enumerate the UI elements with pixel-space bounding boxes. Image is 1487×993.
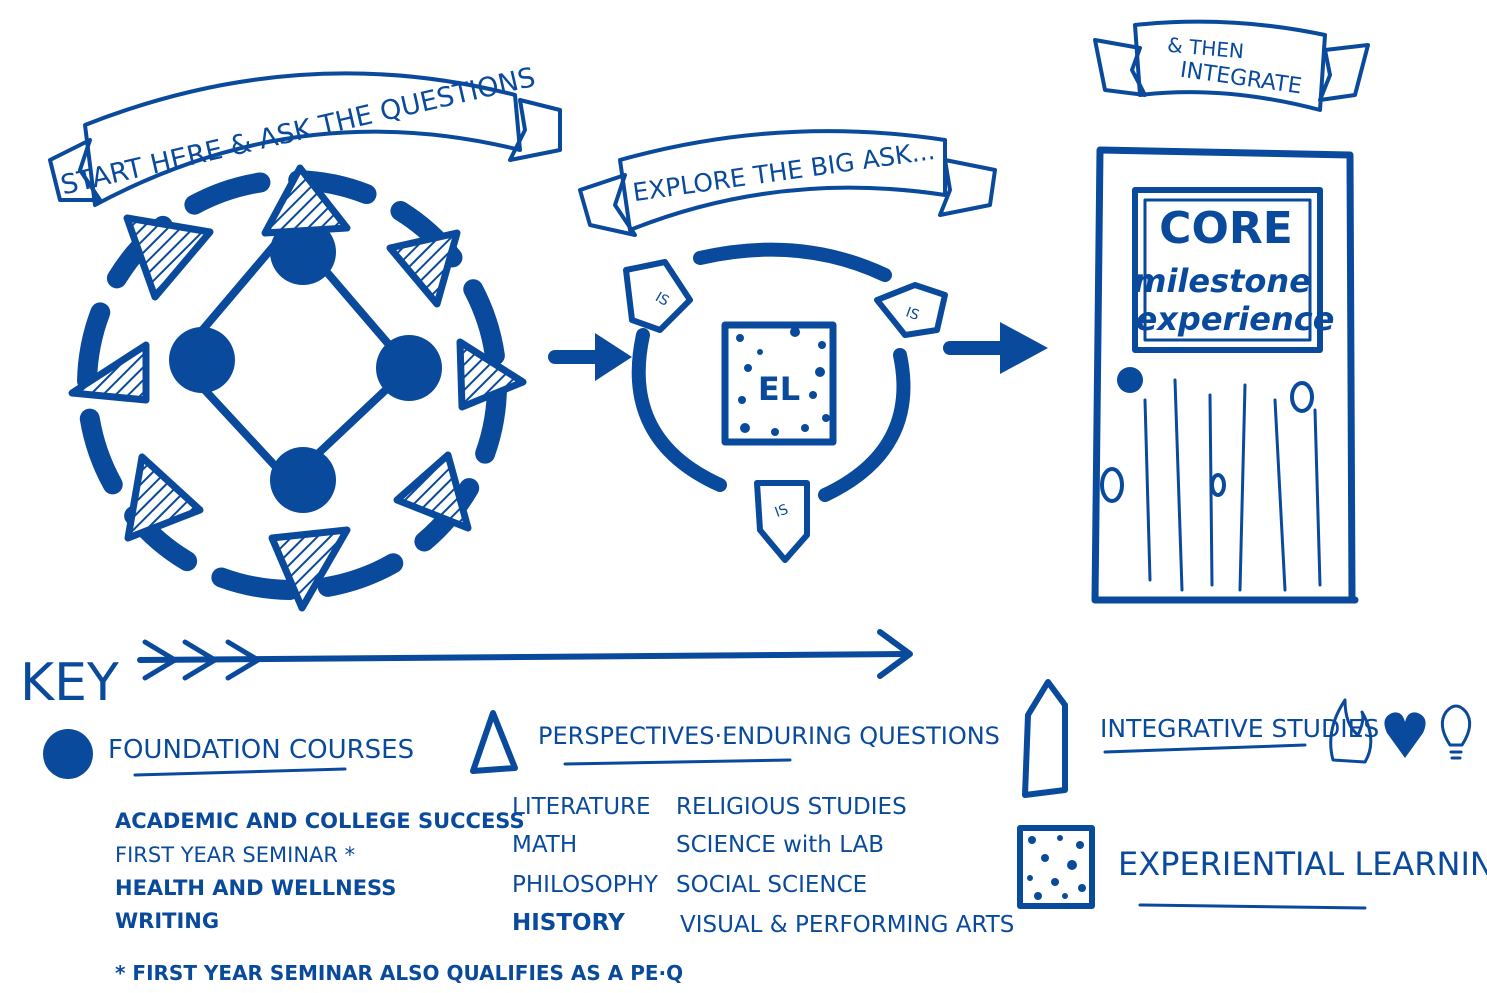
banner-integrate: & THEN INTEGRATE bbox=[1093, 19, 1370, 112]
perspectives-col1-4: HISTORY bbox=[512, 910, 625, 936]
perspectives-col1-1: LITERATURE bbox=[512, 794, 651, 820]
perspectives-col2-2: SCIENCE with LAB bbox=[676, 832, 884, 858]
experiential-heading: EXPERIENTIAL LEARNING bbox=[1118, 845, 1487, 883]
foundation-course-dot bbox=[169, 327, 235, 393]
perspective-triangle bbox=[124, 453, 204, 542]
door-knob bbox=[1117, 367, 1143, 393]
perspective-triangle bbox=[386, 229, 461, 308]
perspective-triangle bbox=[68, 341, 150, 404]
perspectives-col1-3: PHILOSOPHY bbox=[512, 872, 659, 898]
key-experiential: EXPERIENTIAL LEARNING bbox=[1017, 825, 1487, 910]
perspectives-col2-3: SOCIAL SCIENCE bbox=[676, 872, 867, 898]
key-title: KEY bbox=[20, 653, 119, 713]
foundation-course-dot bbox=[270, 447, 336, 513]
foundation-item-2: FIRST YEAR SEMINAR * bbox=[115, 843, 355, 867]
perspectives-col2-4: VISUAL & PERFORMING ARTS bbox=[680, 912, 1014, 938]
door-sign-line2: milestone bbox=[1133, 262, 1311, 300]
integrative-studies-pentagon: IS bbox=[874, 282, 948, 338]
integrative-studies-pentagon: IS bbox=[754, 480, 810, 563]
banner-explore: EXPLORE THE BIG ASK... bbox=[578, 129, 997, 237]
foundation-item-1: ACADEMIC AND COLLEGE SUCCESS bbox=[115, 809, 525, 833]
footnote: * FIRST YEAR SEMINAR ALSO QUALIFIES AS A… bbox=[115, 961, 683, 985]
flow-arrow-1 bbox=[548, 333, 632, 381]
key-arrow bbox=[137, 629, 913, 681]
key-foundation: FOUNDATION COURSES ACADEMIC AND COLLEGE … bbox=[43, 729, 525, 933]
flow-arrow-2 bbox=[943, 322, 1048, 374]
foundation-course-dot bbox=[270, 219, 336, 285]
core-milestone-door: CORE milestone experience bbox=[1091, 146, 1359, 604]
perspectives-heading: PERSPECTIVES·ENDURING QUESTIONS bbox=[538, 722, 1000, 750]
door-sign-title: CORE bbox=[1159, 203, 1293, 254]
perspective-triangle bbox=[268, 526, 351, 612]
banner-integrate-line1: & THEN bbox=[1166, 33, 1245, 64]
perspective-triangle bbox=[123, 214, 214, 301]
heart-icon bbox=[1384, 712, 1426, 758]
perspectives-col2-1: RELIGIOUS STUDIES bbox=[676, 794, 907, 820]
perspective-triangle bbox=[393, 451, 472, 532]
flame-icon bbox=[1329, 698, 1373, 764]
key-integrative: INTEGRATIVE STUDIES bbox=[1022, 679, 1472, 798]
svg-text:IS: IS bbox=[904, 304, 922, 324]
foundation-course-dot bbox=[376, 335, 442, 401]
key-perspectives: PERSPECTIVES·ENDURING QUESTIONS LITERATU… bbox=[470, 710, 1014, 938]
foundation-item-4: WRITING bbox=[115, 909, 219, 933]
experiential-learning-square: EL bbox=[721, 321, 837, 446]
integrative-studies-pentagon: IS bbox=[623, 259, 693, 333]
svg-text:IS: IS bbox=[773, 501, 791, 521]
foundation-heading: FOUNDATION COURSES bbox=[108, 735, 414, 765]
explore-circle: IS IS IS EL bbox=[623, 242, 948, 563]
integrative-heading: INTEGRATIVE STUDIES bbox=[1100, 714, 1379, 743]
svg-text:IS: IS bbox=[652, 289, 671, 309]
perspective-triangle bbox=[456, 338, 527, 411]
foundation-circle bbox=[68, 164, 527, 612]
perspectives-col1-2: MATH bbox=[512, 832, 577, 858]
key-section: KEY FOUNDATION COURSES ACADEMIC AND COLL… bbox=[20, 629, 1487, 985]
foundation-item-3: HEALTH AND WELLNESS bbox=[115, 876, 396, 900]
el-label: EL bbox=[758, 370, 800, 408]
lightbulb-icon bbox=[1440, 704, 1472, 760]
perspective-triangle bbox=[261, 164, 351, 237]
door-sign-line3: experience bbox=[1136, 300, 1335, 338]
